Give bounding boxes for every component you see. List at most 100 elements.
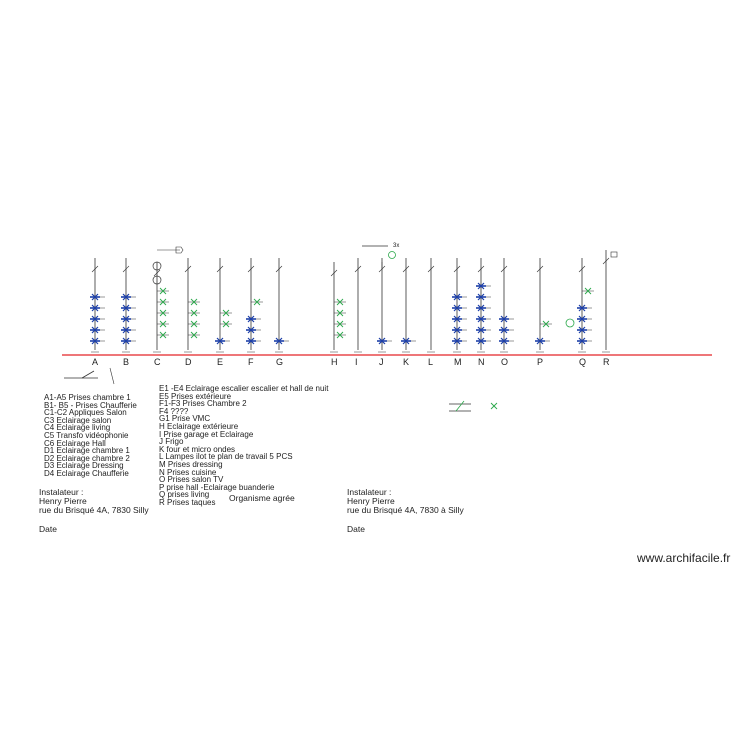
breaker-mark-K [402, 265, 410, 273]
installer-block-right: Instalateur : Henry Pierre rue du Brisqu… [347, 488, 464, 534]
outlet-symbol-cross [453, 337, 461, 345]
installer-name: Henry Pierre [347, 496, 395, 506]
legend-item: A1-A5 Prises chambre 1 [44, 393, 131, 402]
outlet-symbol-cross [477, 337, 485, 345]
circuit-label-B: B [123, 357, 130, 367]
breaker-mark-L [427, 265, 435, 273]
circuit-label-F: F [248, 357, 254, 367]
legend-item: F4 ???? [159, 406, 189, 416]
breaker-mark-M [453, 265, 461, 273]
circuit-label-Q: Q [579, 357, 587, 367]
outlet-symbol-cross [578, 337, 586, 345]
legend-item: L Lampes ilot te plan de travail 5 PCS [159, 452, 293, 462]
light-symbol [159, 309, 167, 317]
legend-item: D3 Eclairage Dressing [44, 461, 124, 471]
legend-item: B1- B5 - Prises Chaufferie [44, 400, 137, 410]
breaker-mark-D [184, 265, 192, 273]
branding-link[interactable]: www.archifacile.fr [637, 551, 731, 565]
circuit-label-A: A [92, 357, 99, 367]
main-switch-blade [81, 370, 95, 379]
legend-item: N Prises cuisine [159, 467, 217, 477]
breaker-mark-O [500, 265, 508, 273]
light-symbol [336, 320, 344, 328]
legend-item: G1 Prise VMC [159, 414, 211, 424]
outlet-symbol-cross [477, 293, 485, 301]
breaker-mark-A [91, 265, 99, 273]
legend-item: C6 Eclairage Hall [44, 438, 106, 448]
outlet-symbol-cross [453, 304, 461, 312]
misc-group [64, 245, 618, 412]
transformer-circle-top [152, 261, 162, 271]
installer-date: Date [39, 524, 57, 534]
legend-item: I Prise garage et Eclairage [159, 429, 254, 439]
circuit-label-D: D [185, 357, 192, 367]
outlet-symbol-cross [378, 337, 386, 345]
legend-item: E5 Prises extérieure [159, 391, 232, 401]
legend-item: C1-C2 Appliques Salon [44, 408, 127, 418]
circuit-label-E: E [217, 357, 224, 367]
circuits-group [91, 250, 610, 353]
circuit-label-M: M [454, 357, 462, 367]
installer-name: Henry Pierre [39, 496, 87, 506]
outlet-symbol-cross [91, 304, 99, 312]
outlet-symbol-cross [247, 326, 255, 334]
legend-item: Q prises living [159, 490, 210, 500]
legend-item: C4 Eclairage living [44, 423, 111, 433]
junction-lamp [388, 251, 396, 259]
circuit-label-K: K [403, 357, 410, 367]
circuit-label-J: J [379, 357, 384, 367]
light-symbol [190, 331, 198, 339]
outlet-symbol-cross [477, 304, 485, 312]
outlet-symbol-cross [477, 326, 485, 334]
outlet-symbol-cross [453, 293, 461, 301]
installer-address: rue du Brisqué 4A, 7830 Silly [39, 505, 149, 515]
circuit-label-I: I [355, 357, 358, 367]
main-switch-drop [109, 367, 115, 385]
light-symbol [159, 298, 167, 306]
light-symbol [222, 320, 230, 328]
outlet-symbol-cross [500, 337, 508, 345]
light-symbol [542, 320, 550, 328]
circuit-label-N: N [478, 357, 485, 367]
legend-item: D2 Eclairage chambre 2 [44, 453, 130, 463]
outlet-symbol-cross [91, 326, 99, 334]
circuit-label-P: P [537, 357, 544, 367]
circuit-label-G: G [276, 357, 284, 367]
legend-item: P prise hall -Eclairage buanderie [159, 482, 275, 492]
outlet-symbol-cross [122, 326, 130, 334]
transformer-circle-bottom [152, 275, 162, 285]
installer-block-left: Instalateur : Henry Pierre rue du Brisqu… [39, 488, 149, 534]
installer-date: Date [347, 524, 365, 534]
circuit-label-R: R [603, 357, 610, 367]
legend-item: C3 Eclairage salon [44, 415, 112, 425]
outlet-symbol-cross [247, 337, 255, 345]
outlet-symbol-cross [122, 337, 130, 345]
lamp-q [565, 318, 575, 328]
legend-item: R Prises taques [159, 498, 216, 507]
legend-item: M Prises dressing [159, 460, 223, 469]
light-symbol [159, 320, 167, 328]
outlet-symbol-cross [122, 293, 130, 301]
outlet-symbol-cross [578, 326, 586, 334]
breaker-mark-F [247, 265, 255, 273]
circuit-label-C: C [154, 357, 161, 367]
outlet-symbol-cross [91, 293, 99, 301]
legend-item: J Frigo [159, 437, 184, 447]
outlet-symbol-cross [578, 304, 586, 312]
light-symbol [159, 331, 167, 339]
breaker-mark-H [330, 269, 338, 277]
outlet-symbol-cross [402, 337, 410, 345]
installer-address: rue du Brisqué 4A, 7830 à Silly [347, 505, 464, 515]
outlet-symbol-cross [500, 315, 508, 323]
legend-item: D1 Eclairage chambre 1 [44, 446, 130, 456]
outlet-symbol-cross [578, 315, 586, 323]
doorbell-symbol [175, 246, 184, 254]
outlet-symbol-cross [216, 337, 224, 345]
breaker-mark-R [602, 257, 610, 265]
legend-item: O Prises salon TV [159, 475, 224, 485]
organisme-label: Organisme agrée [229, 493, 295, 503]
light-symbol-standalone [490, 402, 498, 410]
legend-item: C5 Transfo vidéophonie [44, 431, 129, 440]
circuit-label-O: O [501, 357, 509, 367]
